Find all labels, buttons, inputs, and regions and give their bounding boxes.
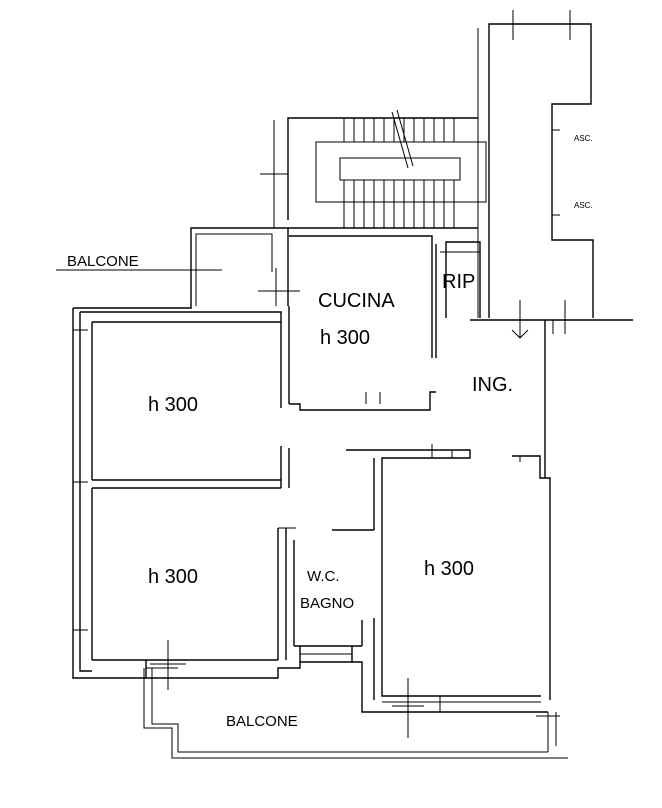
wc-label: W.C. (307, 568, 340, 585)
room-right-label: h 300 (424, 558, 474, 580)
bagno-label: BAGNO (300, 595, 354, 612)
staircase (260, 109, 487, 229)
room-lower-left-label: h 300 (148, 566, 198, 588)
rip-label: RIP (442, 271, 475, 293)
room-upper-left-label: h 300 (148, 394, 198, 416)
cucina-label: CUCINA (318, 290, 395, 312)
balcone-bottom-label: BALCONE (226, 713, 298, 730)
kitchen-walls (289, 235, 481, 411)
entrance-walls (470, 300, 633, 454)
bottom-balcony (143, 640, 568, 759)
asc-label-2: ASC. (574, 201, 593, 210)
ing-label: ING. (472, 374, 513, 396)
asc-label-1: ASC. (574, 134, 593, 143)
balcone-top-label: BALCONE (67, 253, 139, 270)
apartment-walls (72, 227, 300, 679)
elevator-shaft (477, 10, 594, 318)
cucina-height-label: h 300 (320, 327, 370, 349)
bathroom-walls (293, 529, 374, 662)
